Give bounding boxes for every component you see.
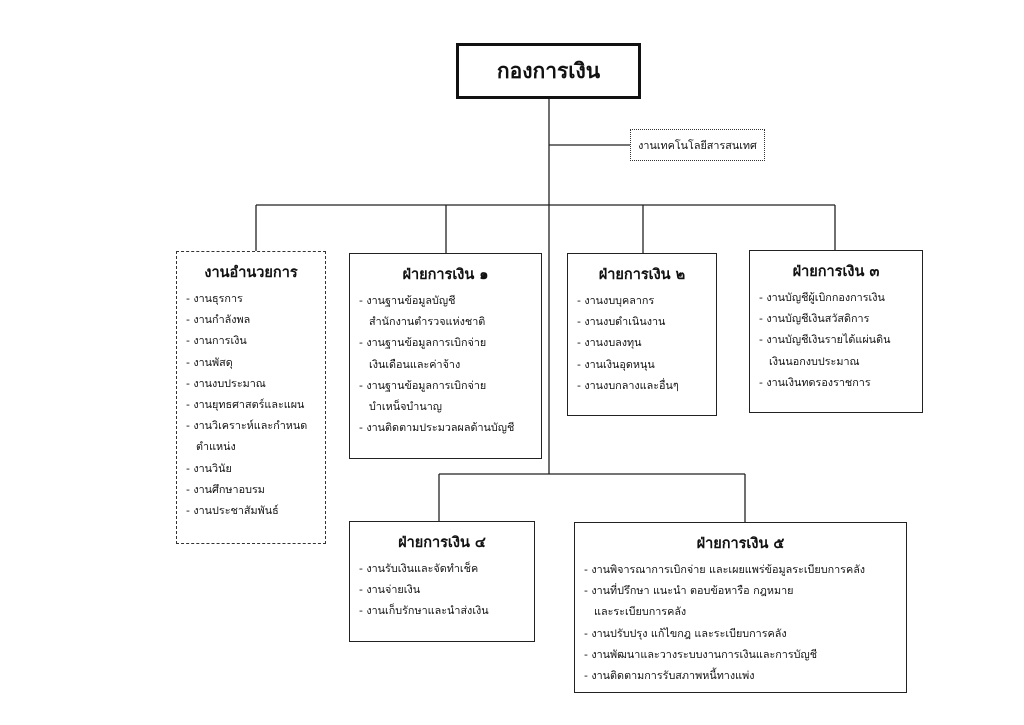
- list-item: - งานพัสดุ: [186, 355, 233, 369]
- list-item-continuation-text: และระเบียบการคลัง: [594, 605, 687, 619]
- list-item-continuation-text: เงินนอกงบประมาณ: [769, 354, 860, 368]
- division-5-title: ฝ่ายการเงิน ๕: [696, 536, 785, 552]
- list-item: - งานการเงิน: [186, 334, 247, 348]
- list-item-continuation: บำเหน็จบำนาญ: [359, 396, 537, 417]
- list-item: - งานฐานข้อมูลบัญชี: [359, 294, 456, 307]
- list-item: - งานกำลังพล: [186, 313, 251, 327]
- list-item: - งานจ่ายเงิน: [359, 583, 421, 597]
- division-4-title: ฝ่ายการเงิน ๔: [398, 535, 486, 551]
- division-4-node: ฝ่ายการเงิน ๔ - งานรับเงินและจัดทำเช็ค -…: [349, 521, 535, 642]
- list-item: - งานเก็บรักษาและนำส่งเงิน: [359, 604, 489, 618]
- list-item: - งานติดตามประมวลผลด้านบัญชี: [359, 421, 515, 435]
- list-item: - งานที่ปรึกษา แนะนำ ตอบข้อหารือ กฎหมาย: [584, 584, 794, 598]
- list-item: - งานบัญชีเงินรายได้แผ่นดิน: [759, 333, 891, 347]
- list-item-continuation-text: เงินเดือนและค่าจ้าง: [369, 357, 461, 371]
- list-item: - งานบัญชีเงินสวัสดิการ: [759, 312, 870, 326]
- division-3-title: ฝ่ายการเงิน ๓: [792, 264, 880, 280]
- root-title: กองการเงิน: [496, 58, 601, 83]
- division-5-node: ฝ่ายการเงิน ๕ - งานพิจารณาการเบิกจ่าย แล…: [574, 522, 907, 693]
- admin-list: - งานธุรการ - งานกำลังพล - งานการเงิน - …: [177, 288, 325, 521]
- list-item-continuation-text: ตำแหน่ง: [196, 440, 236, 454]
- division-2-list: - งานงบบุคลากร - งานงบดำเนินงาน - งานงบล…: [568, 290, 716, 396]
- list-item: - งานยุทธศาสตร์และแผน: [186, 398, 305, 412]
- division-1-node: ฝ่ายการเงิน ๑ - งานฐานข้อมูลบัญชี สำนักง…: [349, 253, 542, 459]
- list-item: - งานศึกษาอบรม: [186, 482, 265, 496]
- list-item: - งานวินัย: [186, 461, 232, 475]
- division-4-list: - งานรับเงินและจัดทำเช็ค - งานจ่ายเงิน -…: [350, 558, 534, 622]
- list-item-continuation: สำนักงานตำรวจแห่งชาติ: [359, 311, 537, 332]
- admin-node: งานอำนวยการ - งานธุรการ - งานกำลังพล - ง…: [176, 251, 326, 544]
- division-3-node: ฝ่ายการเงิน ๓ - งานบัญชีผู้เบิกกองการเงิ…: [749, 250, 923, 413]
- list-item: - งานปรับปรุง แก้ไขกฎ และระเบียบการคลัง: [584, 626, 787, 640]
- list-item: - งานงบลงทุน: [577, 336, 642, 350]
- division-2-title: ฝ่ายการเงิน ๒: [598, 267, 686, 283]
- list-item: - งานเงินทดรองราชการ: [759, 375, 871, 389]
- list-item: - งานวิเคราะห์และกำหนด: [186, 419, 308, 433]
- list-item-continuation: เงินเดือนและค่าจ้าง: [359, 354, 537, 375]
- division-2-node: ฝ่ายการเงิน ๒ - งานงบบุคลากร - งานงบดำเน…: [567, 253, 717, 416]
- list-item: - งานฐานข้อมูลการเบิกจ่าย: [359, 378, 487, 392]
- admin-title: งานอำนวยการ: [204, 265, 298, 281]
- list-item-continuation: และระเบียบการคลัง: [584, 601, 902, 622]
- division-5-list: - งานพิจารณาการเบิกจ่าย และเผยแพร่ข้อมูล…: [575, 559, 906, 686]
- list-item: - งานงบกลางและอื่นๆ: [577, 378, 679, 392]
- list-item-continuation-text: บำเหน็จบำนาญ: [369, 400, 442, 414]
- list-item: - งานงบบุคลากร: [577, 294, 655, 307]
- list-item: - งานประชาสัมพันธ์: [186, 504, 279, 518]
- list-item-continuation-text: สำนักงานตำรวจแห่งชาติ: [369, 315, 486, 329]
- division-1-list: - งานฐานข้อมูลบัญชี สำนักงานตำรวจแห่งชาต…: [350, 290, 541, 438]
- list-item: - งานพัฒนาและวางระบบงานการเงินและการบัญช…: [584, 647, 818, 661]
- list-item: - งานรับเงินและจัดทำเช็ค: [359, 562, 479, 575]
- it-unit-label: งานเทคโนโลยีสารสนเทศ: [638, 138, 757, 152]
- list-item: - งานงบดำเนินงาน: [577, 315, 666, 329]
- it-unit-node: งานเทคโนโลยีสารสนเทศ: [630, 129, 765, 161]
- list-item: - งานงบประมาณ: [186, 376, 266, 390]
- list-item-continuation: ตำแหน่ง: [186, 436, 321, 457]
- division-3-list: - งานบัญชีผู้เบิกกองการเงิน - งานบัญชีเง…: [750, 287, 922, 393]
- list-item-continuation: เงินนอกงบประมาณ: [759, 351, 918, 372]
- list-item: - งานฐานข้อมูลการเบิกจ่าย: [359, 336, 487, 350]
- list-item: - งานธุรการ: [186, 292, 243, 305]
- root-node: กองการเงิน: [456, 43, 641, 99]
- list-item: - งานเงินอุดหนุน: [577, 357, 655, 371]
- division-1-title: ฝ่ายการเงิน ๑: [402, 267, 489, 283]
- list-item: - งานบัญชีผู้เบิกกองการเงิน: [759, 291, 885, 304]
- list-item: - งานติดตามการรับสภาพหนี้ทางแพ่ง: [584, 669, 755, 683]
- list-item: - งานพิจารณาการเบิกจ่าย และเผยแพร่ข้อมูล…: [584, 563, 866, 576]
